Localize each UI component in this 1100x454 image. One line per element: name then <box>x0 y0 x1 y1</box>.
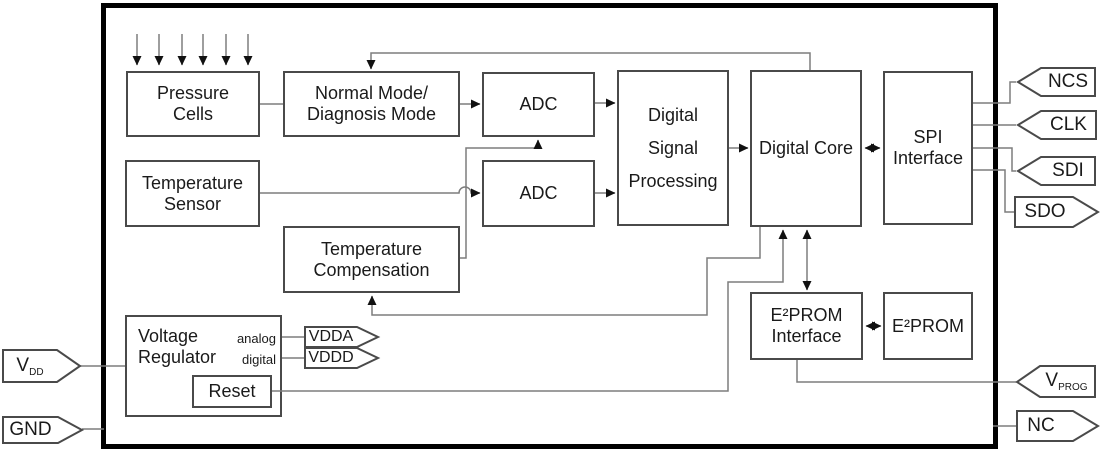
block-label: Processing <box>628 170 718 191</box>
block-label: Signal <box>647 137 699 158</box>
block-label: ADC <box>519 94 558 114</box>
block-label: Normal Mode/ <box>314 83 429 103</box>
block-temperature-compensation: Temperature Compensation <box>283 226 460 293</box>
block-label: Digital Core <box>758 138 854 158</box>
block-eeprom: E²PROM <box>883 292 973 360</box>
block-label: SPI <box>913 127 943 147</box>
block-label: Temperature <box>141 172 244 193</box>
block-label: Sensor <box>163 193 222 214</box>
net-vddd-label: VDDD <box>308 349 354 366</box>
block-adc-pressure: ADC <box>482 72 595 137</box>
chip-outline <box>101 3 998 449</box>
block-reset: Reset <box>192 375 272 408</box>
block-pressure-cells: Pressure Cells <box>126 71 260 137</box>
block-label: Interface <box>771 326 842 346</box>
block-label: Reset <box>208 381 256 401</box>
block-eeprom-interface: E²PROM Interface <box>750 292 863 360</box>
pin-vdd-text: VDD <box>16 354 44 378</box>
digital-output-label: digital <box>242 352 276 367</box>
block-normal-mode: Normal Mode/ Diagnosis Mode <box>283 71 460 137</box>
block-spi-interface: SPI Interface <box>883 71 973 225</box>
block-label: Digital <box>647 104 699 125</box>
block-digital-signal-processing: Digital Signal Processing <box>617 70 729 226</box>
block-label-line: Voltage <box>138 326 199 346</box>
block-label: ADC <box>519 183 558 203</box>
net-vdda-label: VDDA <box>308 328 354 345</box>
analog-output-label: analog <box>236 331 276 346</box>
pin-sdo-label: SDO <box>1024 201 1066 222</box>
block-adc-temperature: ADC <box>482 160 595 227</box>
block-label-line: Regulator <box>138 347 217 367</box>
block-label: Temperature <box>320 238 423 259</box>
block-label: Interface <box>892 148 964 168</box>
block-label: Pressure <box>156 83 230 103</box>
block-label: Compensation <box>313 259 430 280</box>
block-temperature-sensor: Temperature Sensor <box>125 160 260 227</box>
pin-vdd-label: VDD <box>3 350 57 382</box>
block-label: E²PROM <box>770 305 843 325</box>
pin-sdi-label: SDI <box>1052 160 1084 181</box>
pin-vprog-label: VPROG <box>1038 366 1095 397</box>
block-digital-core: Digital Core <box>750 70 862 227</box>
block-label: Diagnosis Mode <box>306 104 437 124</box>
pin-nc-label: NC <box>1027 415 1055 436</box>
block-label: Voltage Regulator <box>138 326 216 368</box>
pin-vprog-text: VPROG <box>1045 370 1088 393</box>
pin-clk-label: CLK <box>1050 114 1087 135</box>
block-label: Cells <box>172 104 213 124</box>
block-label: E²PROM <box>892 315 964 336</box>
pin-gnd-label: GND <box>9 419 52 440</box>
pin-ncs-label: NCS <box>1047 71 1089 92</box>
